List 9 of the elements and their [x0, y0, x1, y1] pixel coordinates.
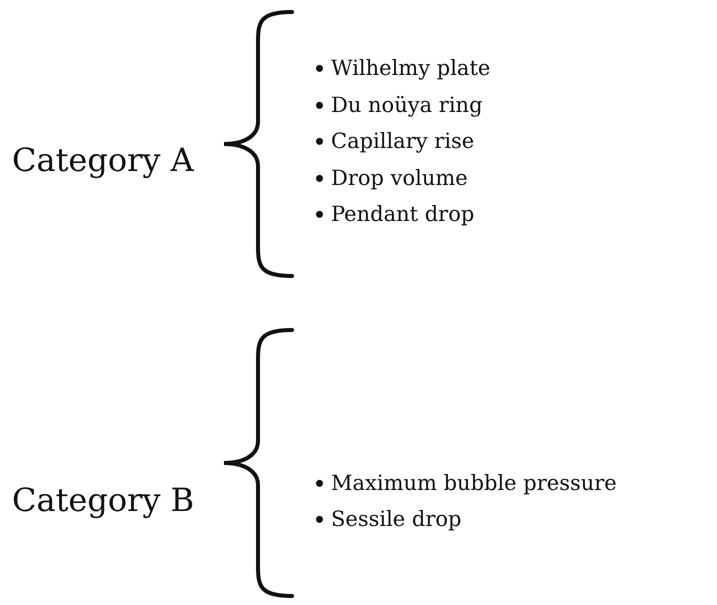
list-item-text: Capillary rise [331, 128, 474, 154]
category-label: Category A [12, 140, 194, 180]
list-item-text: Sessile drop [331, 506, 462, 532]
list-item-text: Maximum bubble pressure [331, 470, 617, 496]
list-item-text: Du noüya ring [331, 92, 483, 118]
list-item-text: Wilhelmy plate [331, 54, 490, 82]
list-item-text: Pendant drop [331, 200, 474, 228]
category-label: Category B [12, 480, 194, 520]
list-item-text: Drop volume [331, 164, 468, 192]
